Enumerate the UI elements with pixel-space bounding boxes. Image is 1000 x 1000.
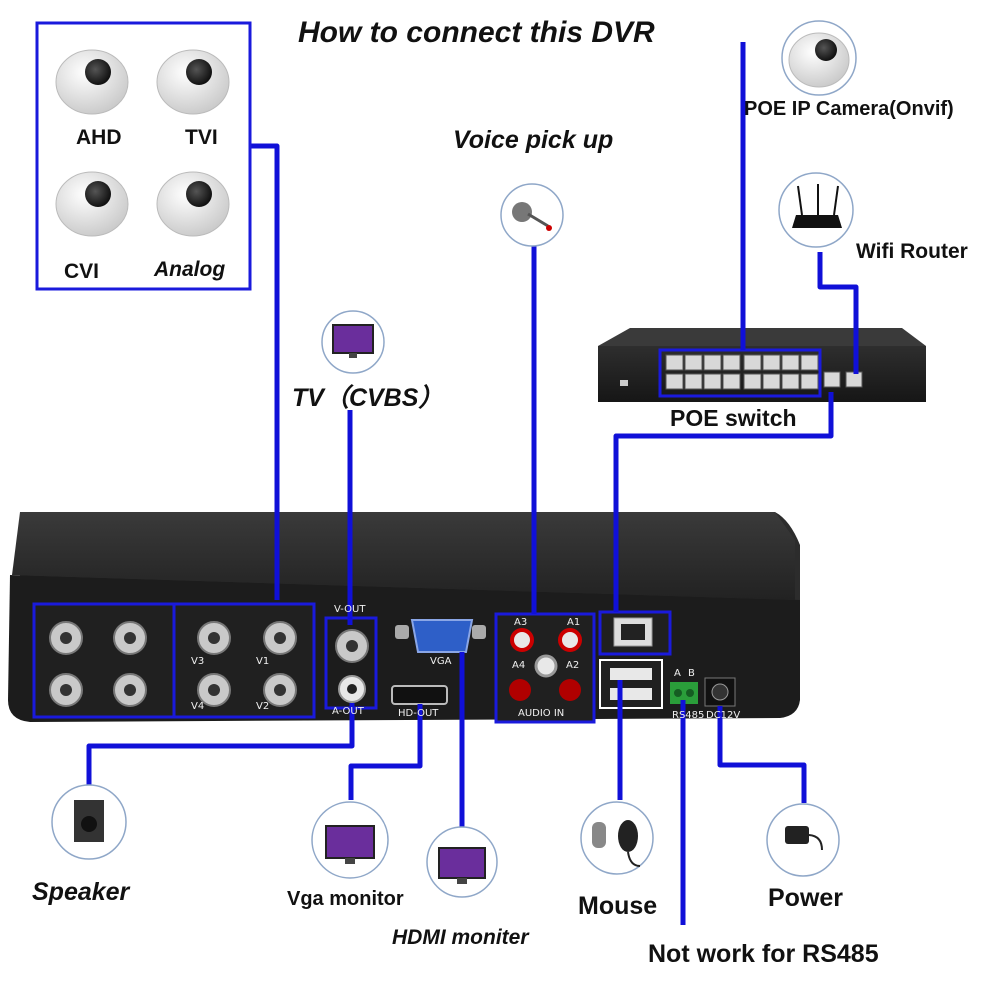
- diagram-title: How to connect this DVR: [298, 16, 655, 49]
- panel-label-a: A: [674, 668, 681, 679]
- dome-camera-icon: [55, 49, 129, 115]
- panel-label-v1: V1: [256, 656, 270, 667]
- poe-switch-device: [598, 328, 926, 402]
- panel-label-a-out: A-OUT: [332, 706, 364, 717]
- vga-monitor-icon: [325, 825, 375, 864]
- camera-label-cvi: CVI: [64, 260, 100, 283]
- wifi-router-icon: [792, 184, 842, 228]
- camera-label-analog: Analog: [154, 258, 226, 281]
- panel-label-a2: A2: [566, 660, 580, 671]
- panel-label-dc12v: DC12V: [706, 710, 741, 721]
- mouse-icon-circle: [580, 801, 654, 875]
- speaker-icon: [74, 800, 104, 842]
- panel-label-a4: A4: [512, 660, 526, 671]
- panel-label-vga: VGA: [430, 656, 452, 667]
- panel-label-a1: A1: [567, 617, 581, 628]
- panel-label-v3: V3: [191, 656, 205, 667]
- panel-label-audio-in: AUDIO IN: [518, 708, 565, 719]
- hdmi-monitor-label: HDMI moniter: [392, 926, 529, 949]
- poe-ip-camera-label: POE IP Camera(Onvif): [744, 98, 954, 120]
- tv-cvbs-label: TV（CVBS）: [292, 384, 444, 412]
- panel-label-v4: V4: [191, 701, 205, 712]
- connection-wires: [86, 42, 859, 925]
- speaker-label: Speaker: [32, 878, 130, 906]
- wifi-router-label: Wifi Router: [856, 240, 968, 263]
- router-icon-circle: [778, 172, 854, 248]
- camera-label-ahd: AHD: [76, 126, 122, 149]
- panel-label-v2: V2: [256, 701, 270, 712]
- camera-label-tvi: TVI: [185, 126, 218, 149]
- dome-camera-icon: [156, 49, 230, 115]
- microphone-icon: [512, 202, 552, 231]
- voice-pickup-label: Voice pick up: [453, 126, 614, 154]
- panel-label-v-out: V-OUT: [334, 604, 366, 615]
- tv-icon: [332, 324, 374, 358]
- vga-monitor-label: Vga monitor: [287, 888, 404, 910]
- dome-camera-icon: [156, 171, 230, 237]
- power-adapter-icon: [785, 826, 823, 851]
- poe-switch-label: POE switch: [670, 405, 797, 431]
- dvr-recorder: [8, 512, 800, 724]
- hdmi-monitor-icon: [438, 847, 486, 884]
- panel-label-a3: A3: [514, 617, 528, 628]
- panel-label-hd-out: HD-OUT: [398, 708, 439, 719]
- mouse-label: Mouse: [578, 892, 658, 920]
- dome-camera-icon: [55, 171, 129, 237]
- rs485-note-label: Not work for RS485: [648, 940, 879, 968]
- panel-label-rs485: RS485: [672, 710, 705, 721]
- panel-label-b: B: [688, 668, 695, 679]
- power-label: Power: [768, 884, 844, 912]
- mouse-icon: [592, 820, 641, 867]
- ip-camera-icon: [788, 32, 850, 88]
